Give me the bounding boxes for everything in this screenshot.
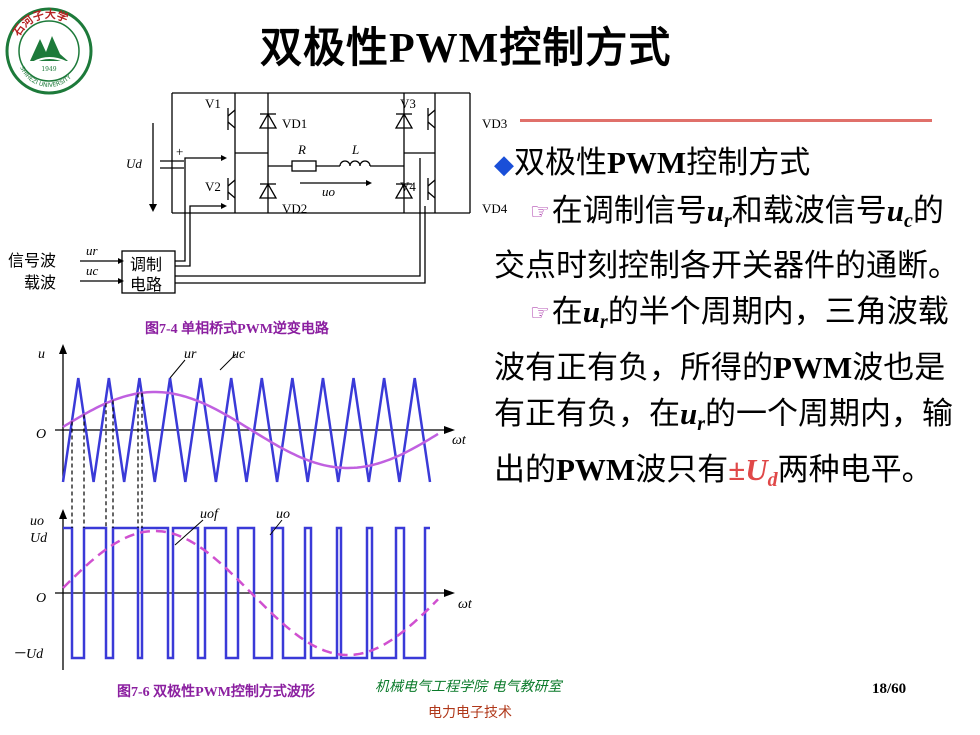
- upper-y-axis-label: u: [38, 347, 45, 362]
- label-v1: V1: [205, 96, 221, 111]
- circuit-caption: 图7-4 单相桥式PWM逆变电路: [145, 322, 329, 337]
- uc-curve-label: uc: [232, 347, 246, 362]
- label-uc-input: uc: [86, 263, 99, 278]
- footer-course: 电力电子技术: [428, 705, 512, 721]
- modulator-label-2: 电路: [130, 275, 162, 294]
- fundamental-output-wave: [62, 529, 439, 657]
- upper-x-axis-label: ωt: [452, 433, 467, 448]
- mountain-icon: [30, 36, 68, 61]
- ur-curve-label: ur: [184, 347, 197, 362]
- university-logo: 石河子大学 SHIHEZI UNIVERSITY 1949: [5, 7, 93, 95]
- pwm-waveform-diagram: u O ωt ur uc uo Ud O ωt －Ud uof uo: [12, 344, 473, 670]
- body-heading: ◆双极性PWM控制方式: [494, 145, 811, 181]
- slide-body-text: ◆双极性PWM控制方式 ☞在调制信号ur和载波信号uc的交点时刻控制各开关器件的…: [494, 140, 974, 503]
- label-vd1: VD1: [282, 116, 307, 131]
- label-vd3: VD3: [482, 116, 507, 131]
- hand-pointer-icon: ☞: [530, 301, 550, 326]
- label-ud: Ud: [126, 156, 142, 171]
- body-paragraph-2: ☞在ur的半个周期内，三角波载波有正有负，所得的PWM波也是有正有负，在ur的一…: [494, 294, 954, 491]
- logo-year: 1949: [41, 66, 56, 73]
- lower-x-axis-label: ωt: [458, 597, 473, 612]
- label-uo: uo: [322, 184, 336, 199]
- label-r: R: [297, 142, 306, 157]
- inverter-circuit-diagram: V1 V2 V3 V4 VD1 VD2 VD3 VD4 Ud + R L uo …: [8, 92, 508, 294]
- uo-curve-label: uo: [276, 507, 290, 522]
- label-v3: V3: [400, 96, 416, 111]
- label-v2: V2: [205, 179, 221, 194]
- carrier-triangle-wave: [61, 377, 432, 483]
- label-carrier-wave: 载波: [24, 273, 56, 292]
- modulating-sine-wave: [62, 390, 439, 470]
- waveform-caption: 图7-6 双极性PWM控制方式波形: [117, 685, 315, 700]
- uof-curve-label: uof: [200, 507, 220, 522]
- label-v4: V4: [400, 179, 416, 194]
- lower-y-axis-label: uo: [30, 514, 44, 529]
- pwm-output-wave: [63, 526, 430, 660]
- crossing-projection-lines: [71, 392, 143, 528]
- modulator-label-1: 调制: [130, 255, 162, 274]
- title-rule: [520, 119, 932, 122]
- hand-pointer-icon: ☞: [530, 200, 550, 225]
- label-plus: +: [176, 144, 183, 159]
- body-paragraph-1: ☞在调制信号ur和载波信号uc的交点时刻控制各开关器件的通断。: [494, 193, 959, 284]
- diamond-bullet-icon: ◆: [494, 150, 514, 180]
- label-vd4: VD4: [482, 201, 508, 216]
- label-signal-wave: 信号波: [8, 251, 56, 270]
- label-vd2: VD2: [282, 201, 307, 216]
- footer-school: 机械电气工程学院 电气教研室: [375, 679, 562, 695]
- lower-origin-label: O: [36, 591, 46, 606]
- ud-positive-label: Ud: [30, 531, 48, 546]
- upper-origin-label: O: [36, 427, 46, 442]
- page-number: 18/60: [872, 681, 907, 697]
- label-l: L: [351, 142, 359, 157]
- ud-negative-label: －Ud: [12, 647, 44, 662]
- slide-title: 双极性PWM控制方式: [260, 23, 672, 72]
- label-ur-input: ur: [86, 243, 99, 258]
